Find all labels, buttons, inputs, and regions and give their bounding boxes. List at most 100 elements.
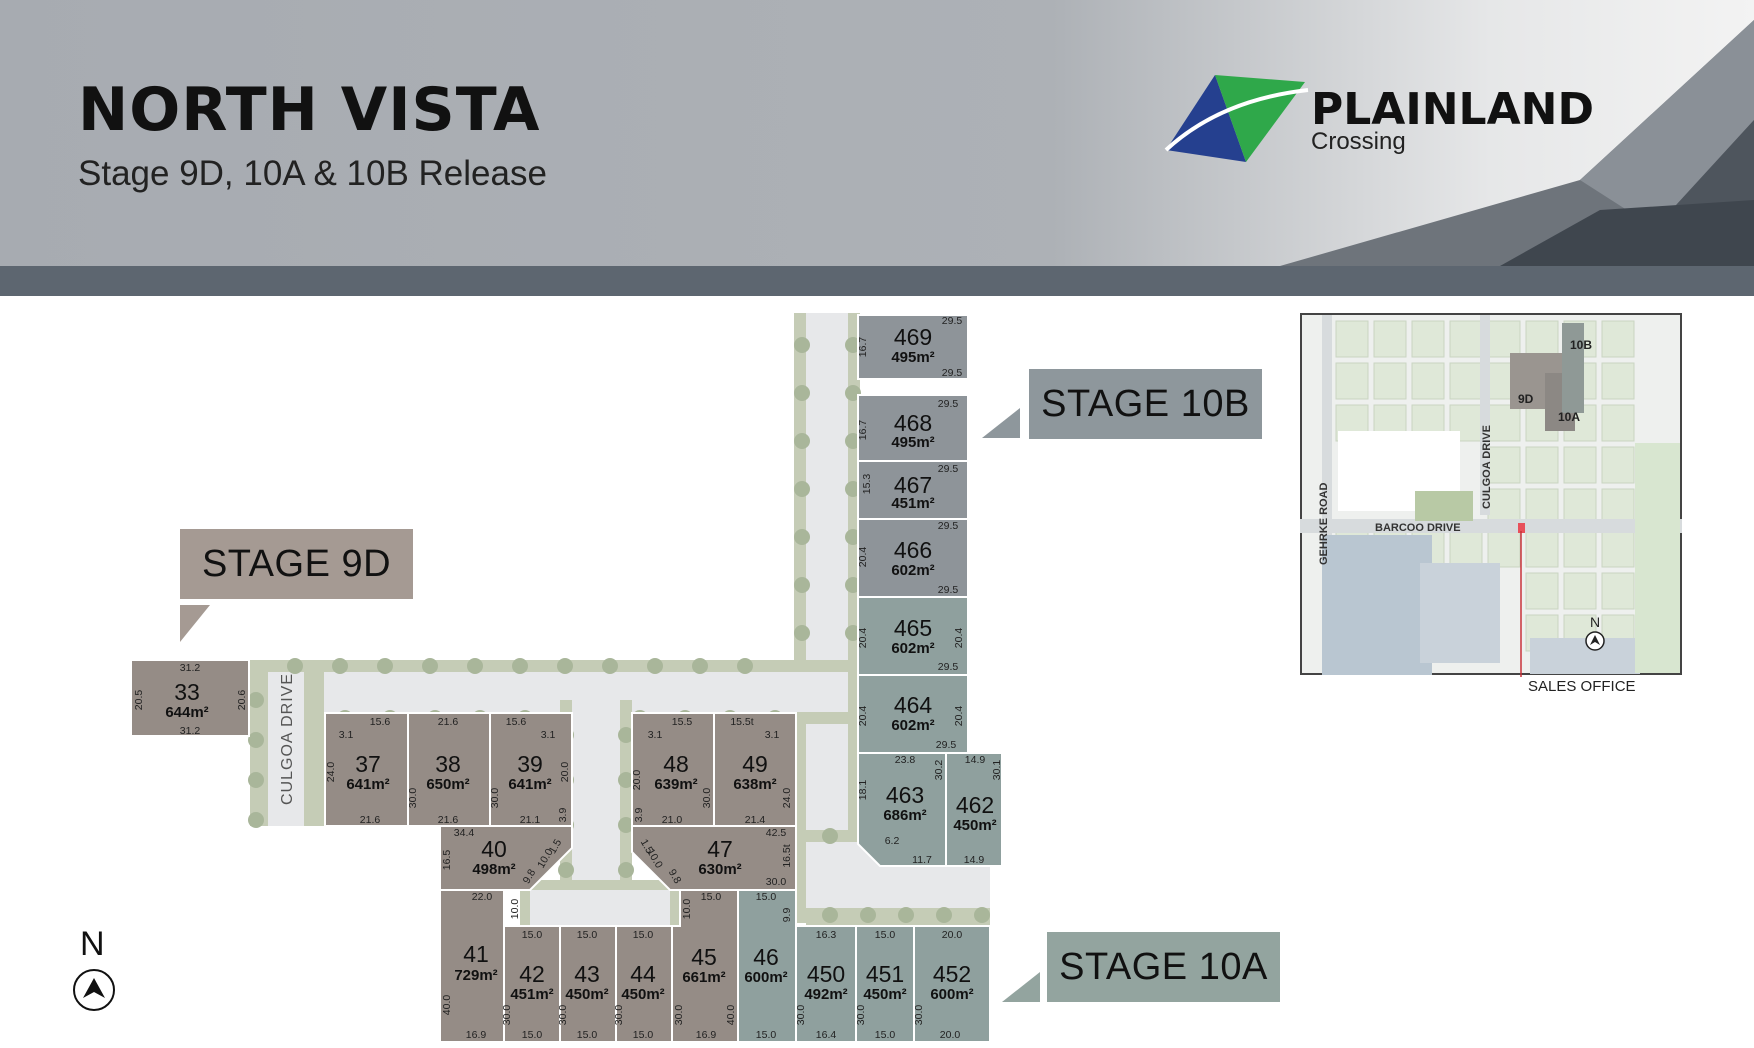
- lot-37-shape: [324, 712, 409, 827]
- lot-number-46: 46: [753, 944, 779, 970]
- lot-area-462: 450m²: [953, 817, 996, 834]
- lot-number-469: 469: [894, 324, 932, 350]
- lot-451-shape: [855, 925, 915, 1043]
- street-tree: [618, 817, 634, 833]
- lot-dimension-465: 29.5: [938, 661, 959, 673]
- locator-9d-label: 9D: [1518, 392, 1534, 406]
- lot-42-shape: [503, 925, 561, 1043]
- lot-number-467: 467: [894, 472, 932, 498]
- lot-dimension-464: 20.4: [857, 706, 869, 727]
- lot-469-shape: [857, 314, 969, 380]
- lot-dimension-42: 15.0: [522, 1029, 543, 1041]
- street-tree: [845, 385, 861, 401]
- lot-dimension-38: 21.6: [438, 814, 459, 826]
- lot-dimension-463: 18.1: [857, 780, 869, 801]
- lot-dimension-46: 9.9: [781, 908, 793, 923]
- lot-area-467: 451m²: [891, 495, 934, 512]
- lot-number-44: 44: [630, 961, 656, 987]
- lot-dimension-38: 30.0: [407, 788, 419, 809]
- lot-dimension-46: 15.0: [756, 891, 777, 903]
- lot-dimension-33: 31.2: [180, 725, 201, 737]
- lot-dimension-45: 10.0: [681, 899, 693, 920]
- locator-block: [1601, 530, 1635, 568]
- lot-45-shape: [671, 889, 739, 1043]
- lot-dimension-450: 16.4: [816, 1029, 837, 1041]
- street-tree: [845, 481, 861, 497]
- lot-number-45: 45: [691, 944, 717, 970]
- page-title: NORTH VISTA: [78, 75, 541, 145]
- locator-block: [1449, 530, 1483, 568]
- lot-dimension-468: 29.5: [938, 398, 959, 410]
- lot-dimension-40: 1.5: [547, 837, 565, 856]
- lot-49-shape: [713, 712, 797, 827]
- lot-dimension-44: 15.0: [633, 929, 654, 941]
- lot-number-42: 42: [519, 961, 545, 987]
- lot-area-44: 450m²: [621, 986, 664, 1003]
- lot-number-47: 47: [707, 836, 733, 862]
- street-tree: [845, 577, 861, 593]
- locator-block: [1487, 446, 1521, 484]
- lot-dimension-43: 15.0: [577, 1029, 598, 1041]
- lot-464-shape: [857, 674, 969, 754]
- street-tree: [860, 907, 876, 923]
- locator-culgoa-label: CULGOA DRIVE: [1481, 425, 1493, 509]
- locator-block: [1601, 320, 1635, 358]
- street-tree: [467, 658, 483, 674]
- lot-dimension-41: 22.0: [472, 891, 493, 903]
- lot-area-450: 492m²: [804, 986, 847, 1003]
- lot-450-shape: [795, 925, 857, 1043]
- street-tree: [248, 812, 264, 828]
- lot-dimension-33: 20.6: [236, 690, 248, 711]
- locator-block: [1601, 404, 1635, 442]
- page-subtitle: Stage 9D, 10A & 10B Release: [78, 154, 547, 193]
- lot-area-464: 602m²: [891, 717, 934, 734]
- stage-10b-label: STAGE 10B: [1029, 369, 1262, 439]
- lot-area-42: 451m²: [510, 986, 553, 1003]
- lot-dimension-451: 15.0: [875, 1029, 896, 1041]
- street-tree: [558, 727, 574, 743]
- lot-dimension-43: 30.0: [557, 1005, 569, 1026]
- lot-dimension-39: 3.1: [541, 729, 556, 741]
- lot-dimension-45: 16.9: [696, 1029, 717, 1041]
- lot-dimension-37: 24.0: [325, 762, 337, 783]
- lot-area-39: 641m²: [508, 776, 551, 793]
- lot-466-shape: [857, 518, 969, 598]
- lot-area-468: 495m²: [891, 434, 934, 451]
- street-tree: [936, 828, 952, 844]
- street-tree: [794, 529, 810, 545]
- road-network: [250, 313, 990, 930]
- stage-9d-lots: [130, 659, 797, 1043]
- lot-dimension-47: 30.0: [766, 876, 787, 888]
- lot-33-shape: [130, 659, 250, 737]
- lot-dimension-452: 20.0: [940, 1029, 961, 1041]
- lot-dimension-469: 29.5: [942, 367, 963, 379]
- lot-dimension-39: 21.1: [520, 814, 541, 826]
- street-tree: [974, 907, 990, 923]
- locator-barcoo-label: BARCOO DRIVE: [1375, 522, 1461, 534]
- street-tree: [618, 772, 634, 788]
- lot-dimension-452: 30.0: [913, 1005, 925, 1026]
- locator-block: [1525, 446, 1559, 484]
- lot-dimension-49: 15.5t: [730, 716, 753, 728]
- lot-dimension-462: 30.1: [991, 760, 1003, 781]
- culgoa-drive-label: CULGOA DRIVE: [279, 673, 296, 805]
- lot-43-shape: [559, 925, 617, 1043]
- lot-dimension-48: 20.0: [631, 770, 643, 791]
- lot-area-43: 450m²: [565, 986, 608, 1003]
- lot-number-48: 48: [663, 751, 689, 777]
- lot-dimension-39: 15.6: [506, 716, 527, 728]
- lot-dimension-451: 15.0: [875, 929, 896, 941]
- lot-labels: 469495m²29.516.729.5468495m²29.516.74674…: [133, 315, 1003, 1041]
- stage-10b-lots: [857, 314, 969, 598]
- lot-number-450: 450: [807, 961, 845, 987]
- street-tree: [898, 828, 914, 844]
- locator-block: [1487, 404, 1521, 442]
- street-tree: [767, 710, 783, 726]
- locator-block: [1563, 446, 1597, 484]
- lot-dimension-463: 23.8: [895, 754, 916, 766]
- lot-number-464: 464: [894, 692, 933, 718]
- lot-dimension-466: 29.5: [938, 520, 959, 532]
- header-background: [0, 0, 1754, 266]
- lot-area-465: 602m²: [891, 640, 934, 657]
- lot-dimension-45: 40.0: [725, 1005, 737, 1026]
